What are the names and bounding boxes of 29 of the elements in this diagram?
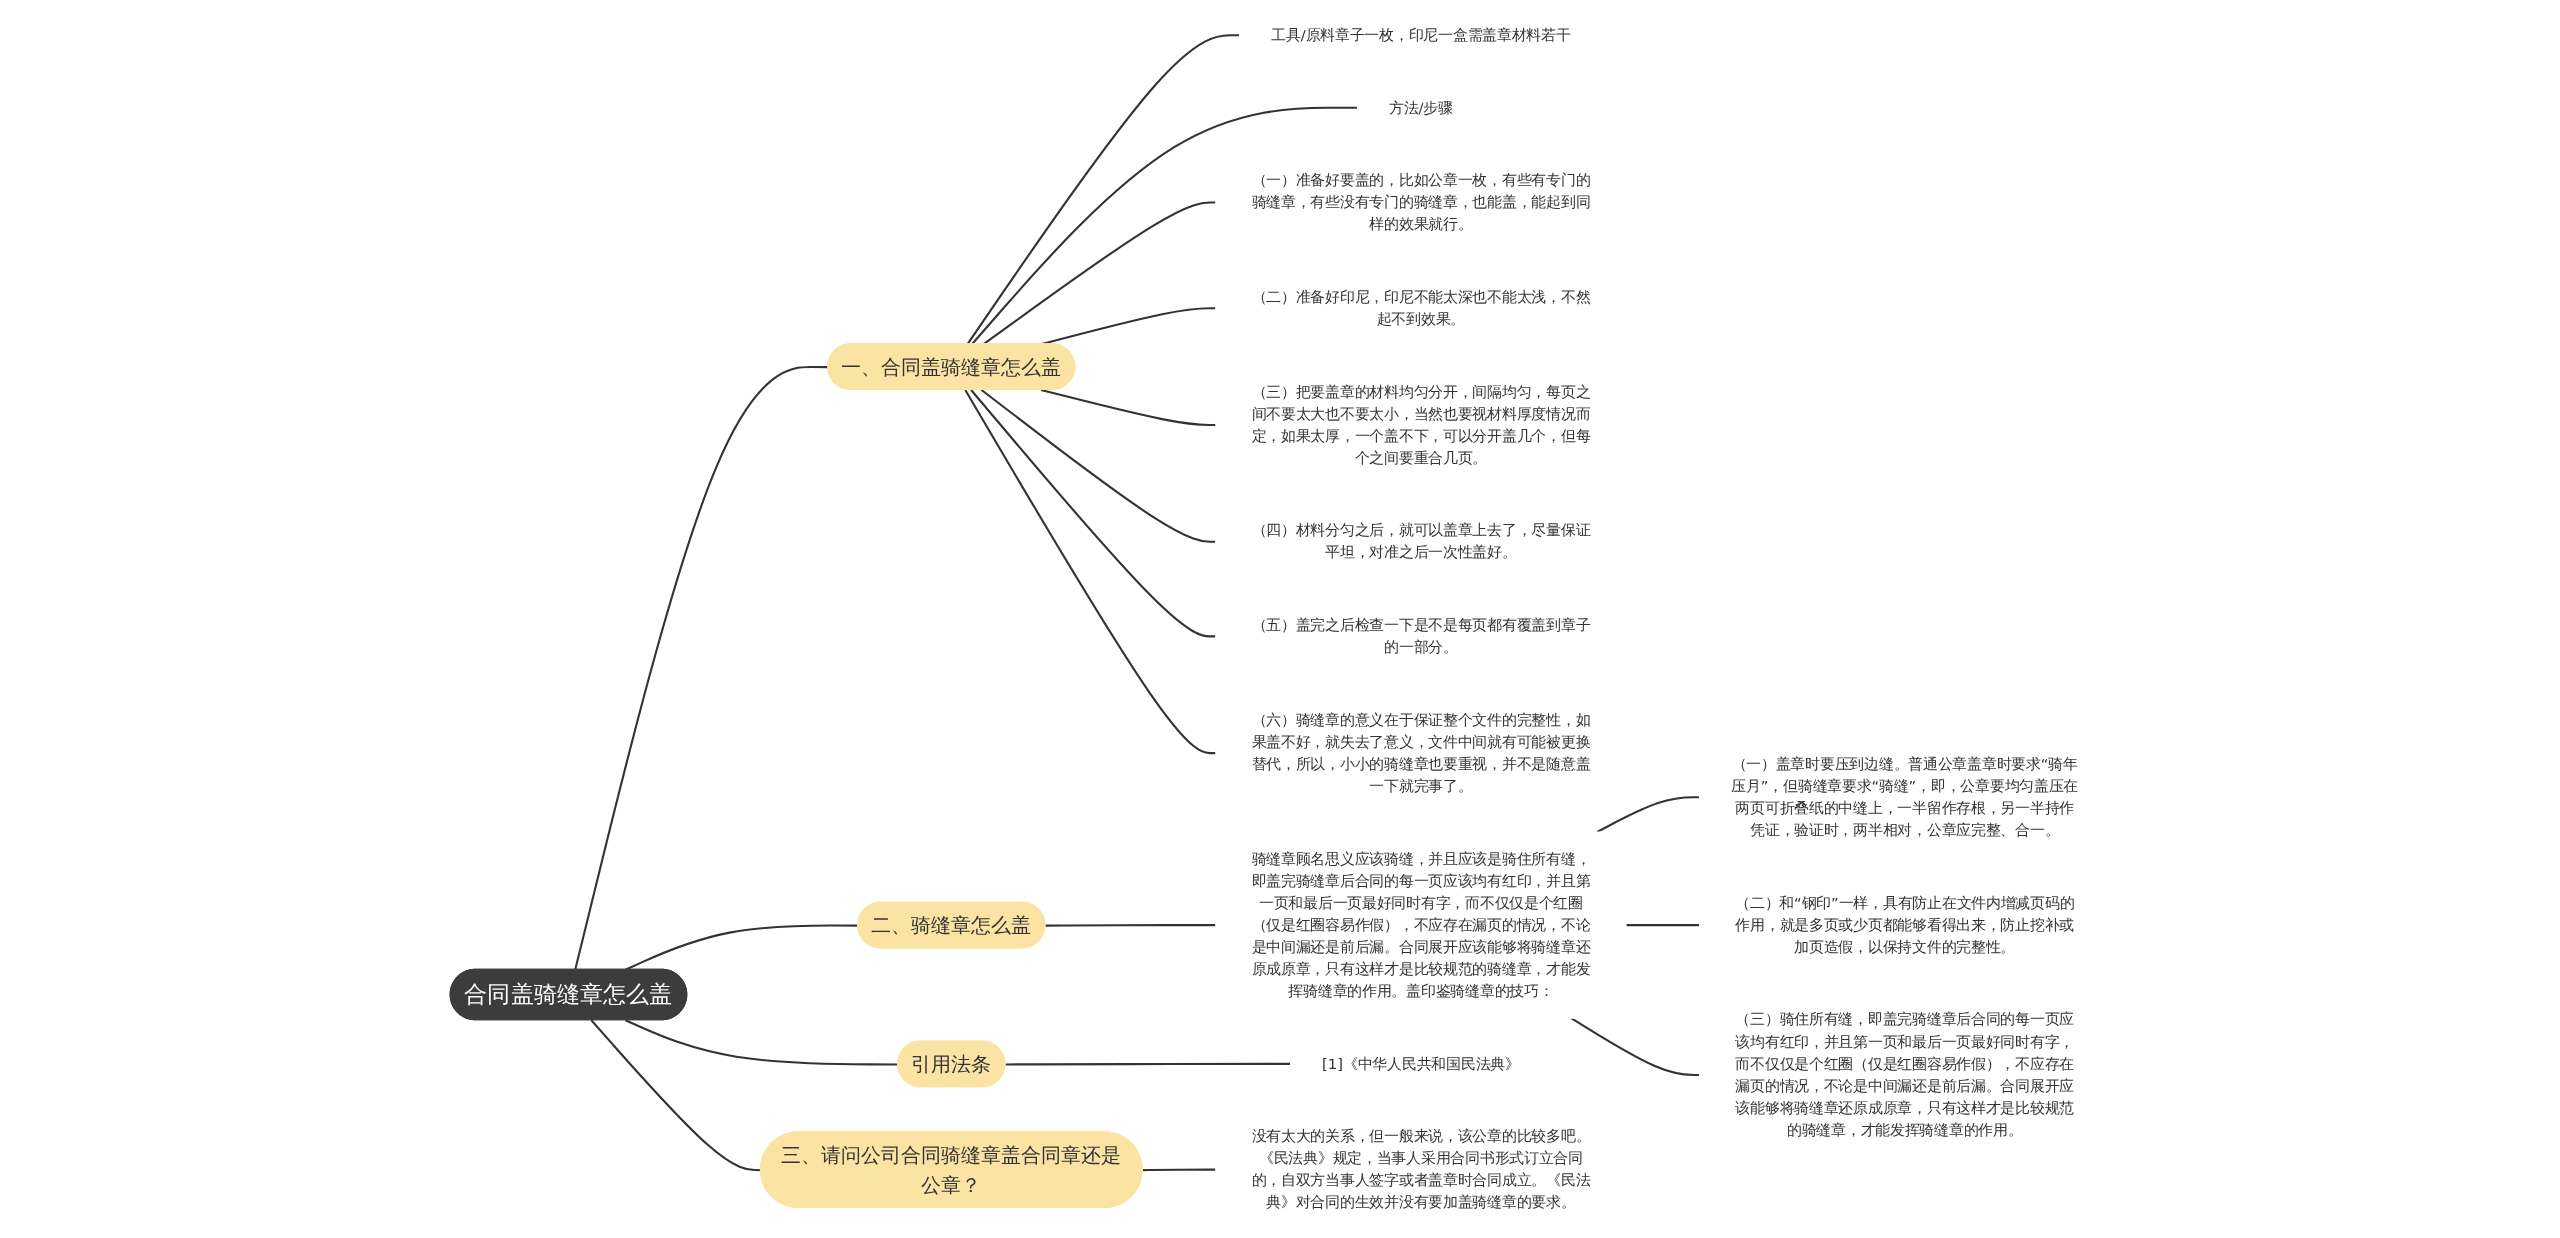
connector (971, 106, 1358, 345)
node-text: （三）骑住所有缝，即盖完骑缝章后合同的每一页应该均有红印，并且第一页和最后一页最好同时有字，而不仅仅是个红圈（仅是红圈容易作假），不应存在漏页的情况，不论是中间漏还是前后漏。合同展开应该能够将骑缝章还原成原章，只有这样才是比较规范的骑缝章，才能发挥骑缝章的作用。 (1735, 1010, 2075, 1139)
connector (590, 1019, 761, 1172)
node-text: （二）和“钢印”一样，具有防止在文件内增减页码的作用，就是多页或少页都能够看得出来，防止挖补或加页造假，以保持文件的完整性。 (1735, 894, 2075, 956)
connector (982, 201, 1216, 346)
connector (1596, 796, 1700, 833)
node-text: （二）准备好印尼，印尼不能太深也不能太浅，不然起不到效果。 (1251, 288, 1591, 328)
node-text: （四）材料分匀之后，就可以盖章上去了，尽量保证平坦，对准之后一次性盖好。 (1251, 521, 1591, 561)
node-text: 方法/步骤 (1388, 98, 1453, 116)
connector (1045, 924, 1216, 927)
connector (966, 34, 1240, 345)
connector (964, 389, 1216, 755)
node-text: （一）准备好要盖的，比如公章一枚，有些有专门的骑缝章，有些没有专门的骑缝章，也能盖，能起到同样的效果就行。 (1251, 171, 1591, 233)
connector (1626, 924, 1700, 927)
connector (1040, 388, 1216, 426)
node-text: （三）把要盖章的材料均匀分开，间隔均匀，每页之间不要太大也不要太小，当然也要视材料厚度情况而定，如果太厚，一个盖不下，可以分开盖几个，但每个之间要重合几页。 (1251, 382, 1591, 466)
connector (970, 389, 1216, 638)
connector (1142, 1168, 1216, 1172)
node-text: （六）骑缝章的意义在于保证整个文件的完整性，如果盖不好，就失去了意义，文件中间就有可能被更换替代，所以，小小的骑缝章也要重视，并不是随意盖一下就完事了。 (1251, 711, 1591, 795)
node-text: [1]《中华人民共和国民法典》 (1322, 1054, 1520, 1072)
node-text: （一）盖章时要压到边缝。普通公章盖章时要求“骑年压月”，但骑缝章要求“骑缝”，即，公章要均匀盖压在两页可折叠纸的中缝上，一半留作存根，另一半持作凭证，验证时，两半相对，公章应完整、合一。 (1731, 755, 2079, 839)
connector (1005, 1062, 1291, 1066)
node-text: （五）盖完之后检查一下是不是每页都有覆盖到章子的一部分。 (1251, 616, 1591, 656)
node-text: 骑缝章顾名思义应该骑缝，并且应该是骑住所有缝，即盖完骑缝章后合同的每一页应该均有红印，并且第一页和最后一页最好同时有字，而不仅仅是个红圈（仅是红圈容易作假），不应存在漏页的情况，不论是中间漏还是前后漏。合同展开应该能够将骑缝章还原成原章，只有这样才是比较规范的骑缝章，才能发挥骑缝章的作用。盖印鉴骑缝章的技巧： (1251, 849, 1591, 1000)
connector (1570, 1017, 1700, 1076)
connector (574, 365, 829, 971)
node-text: 没有太大的关系，但一般来说，该公章的比较多吧。《民法典》规定，当事人采用合同书形式订立合同的，自双方当事人签字或者盖章时合同成立。《民法典》对合同的生效并没有要加盖骑缝章的要求。 (1251, 1127, 1591, 1211)
connector (980, 389, 1216, 543)
node-text: 工具/原料章子一枚，印尼一盒需盖章材料若干 (1271, 26, 1571, 44)
